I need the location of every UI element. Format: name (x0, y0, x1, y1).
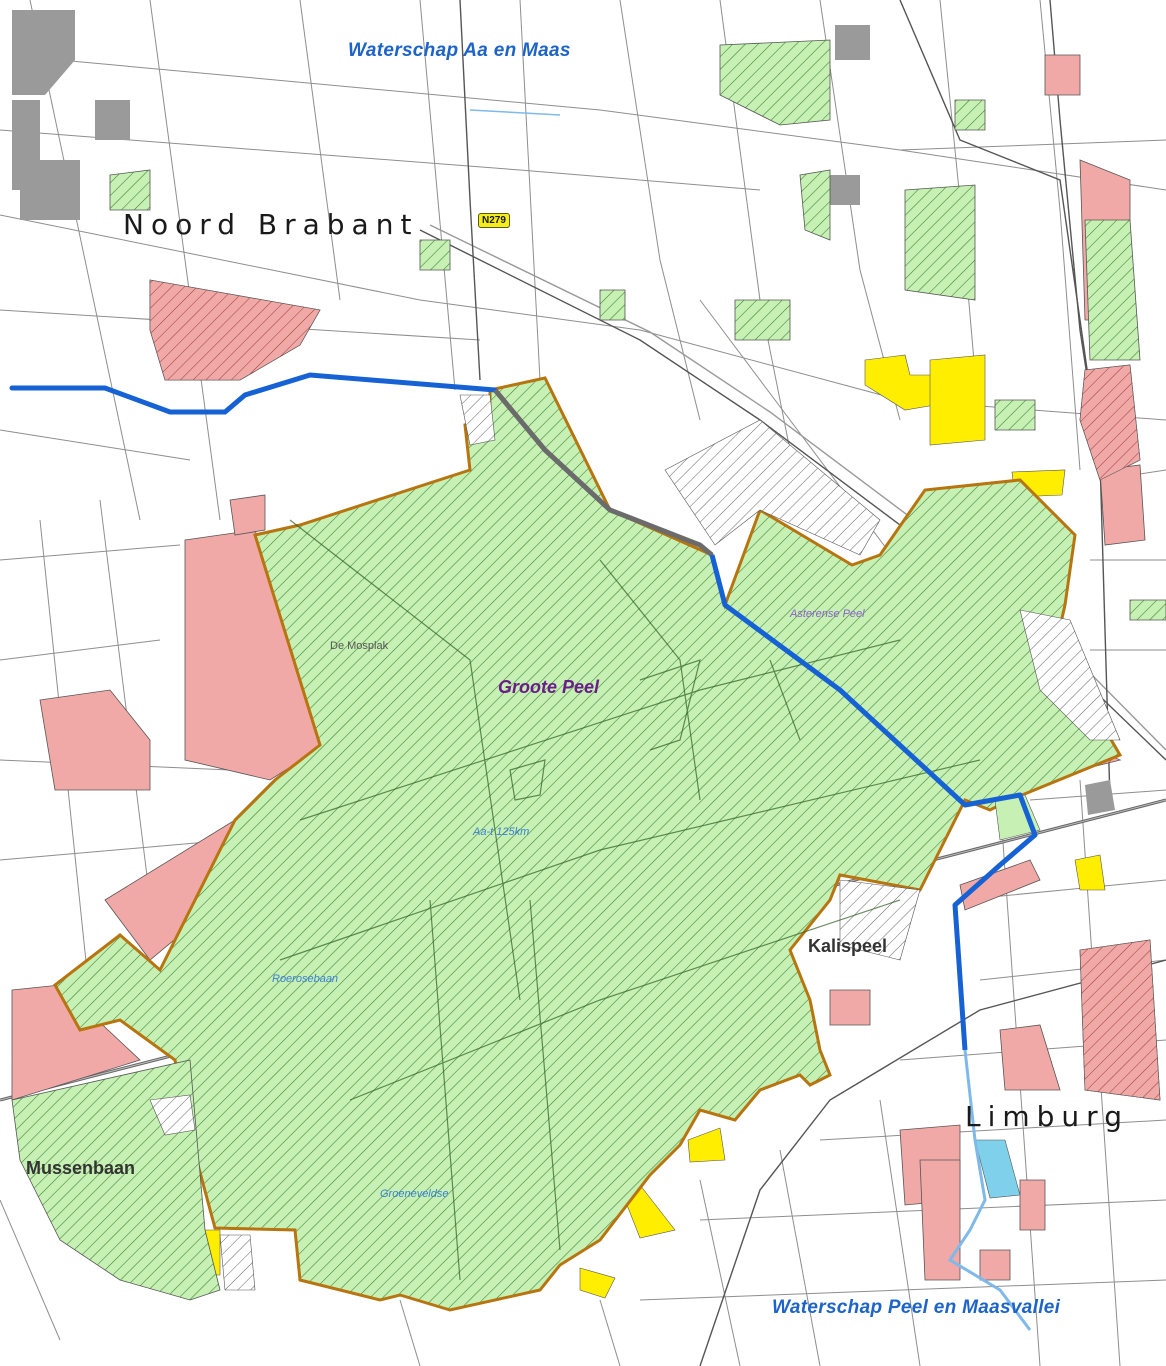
province-north-label: Noord Brabant (123, 208, 419, 241)
thin-waterway (469, 109, 561, 116)
agricultural-hatched (149, 279, 1161, 1101)
waterschap-north-label: Waterschap Aa en Maas (348, 40, 571, 61)
groote-peel-label: Groote Peel (498, 677, 600, 697)
canal-grey-segment (493, 388, 714, 557)
white-hatched-patches (149, 394, 1121, 1291)
water-label-2: Roerosebaan (272, 973, 339, 985)
mussenbaan-label: Mussenbaan (26, 1158, 136, 1178)
asterense-peel-label: Asterense Peel (790, 608, 865, 620)
groote-peel-reserve[interactable] (53, 376, 1123, 1312)
light-blue-parcel (974, 1139, 1021, 1199)
built-up-areas (12, 10, 1115, 815)
kalispeel-label: Kalispeel (808, 936, 888, 956)
waterschap-south-label: Waterschap Peel en Maasvallei (772, 1297, 1061, 1318)
nature-patches-outer (109, 39, 1166, 621)
road-shield-n279: N279 (478, 213, 510, 228)
water-label-3: Groeneveldse (380, 1188, 449, 1200)
waterschap-boundary-east (709, 554, 1038, 1051)
light-blue-waterway (947, 1049, 1032, 1331)
province-south-label: Limburg (965, 1100, 1129, 1133)
water-label-1: Aa-t 125km (473, 826, 530, 838)
reserve-internal-lines (279, 519, 981, 1281)
de-mosplak-label: De Mosplak (330, 640, 389, 652)
waterschap-boundary-north (9, 372, 498, 415)
